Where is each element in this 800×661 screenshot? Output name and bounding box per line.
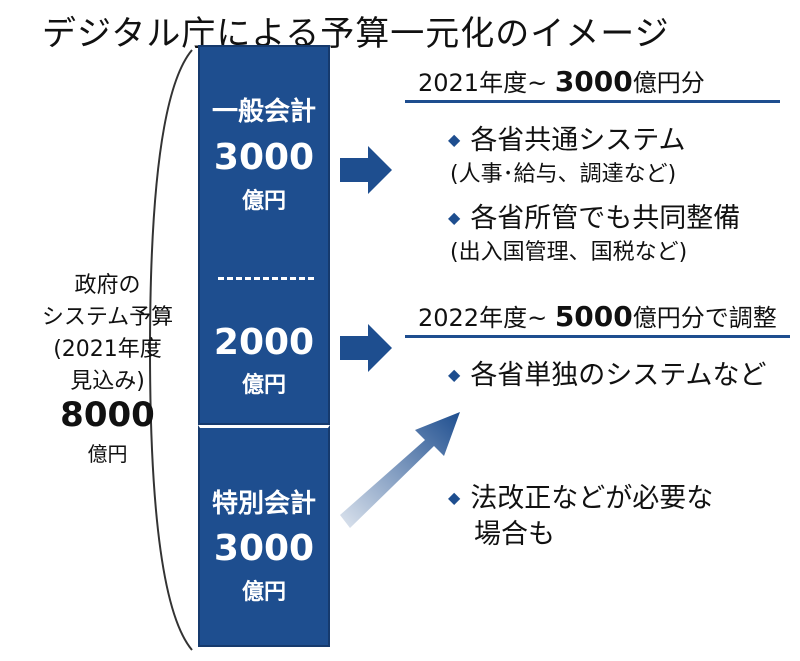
- left-label-line1: 政府の: [74, 273, 141, 298]
- diamond-bullet-icon: ◆: [448, 365, 461, 384]
- section1-item-1: ◆各省共通システム (人事･給与、調達など): [448, 125, 686, 187]
- note-line2: 場合も: [474, 519, 555, 550]
- diagram-title: デジタル庁による予算一元化のイメージ: [42, 14, 670, 54]
- diamond-bullet-icon: ◆: [448, 488, 461, 507]
- diamond-bullet-icon: ◆: [448, 208, 461, 227]
- section1-item-2: ◆各省所管でも共同整備 (出入国管理、国税など): [448, 203, 741, 265]
- general-account-bar: 一般会計 3000 億円 2000 億円: [198, 45, 330, 425]
- arrow-diagonal-icon: [340, 412, 460, 528]
- arrow-right-icon: [340, 324, 392, 372]
- divider-dashed: [218, 277, 314, 280]
- section2-heading: 2022年度~ 5000億円分で調整: [418, 300, 777, 333]
- general-account-lower-unit: 億円: [241, 373, 286, 398]
- section1-item-1-detail: (人事･給与、調達など): [450, 162, 677, 187]
- left-total-unit: 億円: [87, 442, 128, 466]
- note-item: ◆法改正などが必要な 場合も: [448, 483, 714, 550]
- diamond-bullet-icon: ◆: [448, 130, 461, 149]
- special-account-bar: 特別会計 3000 億円: [198, 425, 330, 647]
- left-label-line4: 見込み): [70, 369, 145, 394]
- special-account-unit: 億円: [241, 580, 286, 605]
- section1-item-2-detail: (出入国管理、国税など): [450, 240, 688, 265]
- general-account-upper-unit: 億円: [241, 189, 286, 214]
- section1-heading: 2021年度~ 3000億円分: [418, 65, 705, 98]
- section1-rule: [405, 100, 780, 103]
- left-total-value: 8000: [60, 395, 155, 435]
- arrow-right-icon: [340, 146, 392, 194]
- special-account-label: 特別会計: [211, 489, 316, 519]
- general-account-upper-value: 3000: [213, 137, 315, 178]
- special-account-value: 3000: [213, 528, 315, 569]
- general-account-label: 一般会計: [211, 97, 316, 127]
- left-label-line3: (2021年度: [53, 337, 162, 362]
- left-label-line2: システム予算: [41, 305, 174, 330]
- section2-item-1: ◆各省単独のシステムなど: [448, 360, 767, 391]
- general-account-lower-value: 2000: [213, 322, 315, 363]
- section2-rule: [405, 335, 790, 338]
